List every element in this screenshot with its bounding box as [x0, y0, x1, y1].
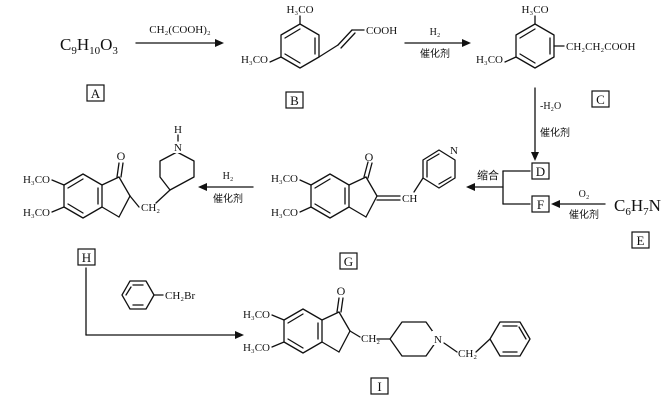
i-n-ch2: CH₂ [458, 348, 477, 360]
reagent-h2-bc: H₂ [430, 27, 441, 38]
i-meo-lower: H₃CO [243, 342, 270, 354]
catalyst-ef: 催化剂 [569, 208, 599, 221]
b-meo-left: H₃CO [241, 54, 268, 66]
h-carbonyl-o: O [117, 149, 126, 163]
h-nh-hydrogen: H [174, 124, 182, 136]
reagent-malonic-acid: CH₂(COOH)₂ [149, 24, 211, 36]
label-h: H [82, 250, 91, 265]
label-f: F [537, 197, 544, 212]
g-meo-lower: H₃CO [271, 207, 298, 219]
label-box-h [77, 248, 96, 266]
label-box-i [370, 377, 389, 395]
catalyst-cd: 催化剂 [540, 126, 570, 139]
compound-e: C6H7N E [614, 196, 661, 249]
reagent-minus-water: -H₂O [540, 101, 561, 112]
label-c: C [596, 92, 605, 107]
i-meo-upper: H₃CO [243, 309, 270, 321]
arrow-e-to-f: O₂ 催化剂 [551, 189, 606, 221]
arrow-c-to-d: -H₂O 催化剂 [531, 87, 570, 161]
h-piperidine-n: N [174, 142, 182, 154]
b-cooh: COOH [366, 25, 397, 37]
g-meo-upper: H₃CO [271, 173, 298, 185]
c-meo-left: H₃CO [476, 54, 503, 66]
h-ch2: CH₂ [141, 202, 160, 214]
b-meo-top: H₃CO [286, 4, 313, 16]
compound-i: O CH₂ N CH₂ H₃CO H₃CO I [243, 284, 531, 395]
label-box-f [531, 195, 550, 213]
g-pyridine-n: N [450, 145, 458, 157]
compound-b: H₃CO H₃CO COOH B [241, 4, 397, 109]
catalyst-gh: 催化剂 [213, 192, 243, 205]
c-meo-top: H₃CO [521, 4, 548, 16]
reagent-o2: O₂ [579, 189, 590, 200]
i-piperidine-n: N [434, 334, 442, 346]
compound-h: O CH₂ N H H₃CO H₃CO H [23, 124, 195, 266]
label-box-e [631, 231, 650, 249]
reagent-benzyl-bromide: CH₂Br [121, 280, 195, 310]
label-box-c [591, 90, 610, 108]
compound-d: D [531, 162, 550, 180]
h-meo-upper: H₃CO [23, 174, 50, 186]
reagent-h2-gh: H₂ [223, 171, 234, 182]
compound-c: H₃CO H₃CO CH₂CH₂COOH C [476, 4, 635, 108]
label-e: E [637, 233, 645, 248]
g-ch: CH [402, 193, 417, 205]
g-carbonyl-o: O [365, 150, 374, 164]
label-box-b [285, 91, 304, 109]
arrow-df-to-g: 缩合 [466, 168, 531, 205]
compound-e-formula: C6H7N [614, 196, 661, 218]
compound-f: F [531, 195, 550, 213]
reagent-condensation: 缩合 [477, 168, 499, 182]
arrow-a-to-b: CH₂(COOH)₂ [135, 24, 224, 47]
arrow-b-to-c: H₂ 催化剂 [404, 27, 471, 60]
i-ch2: CH₂ [361, 333, 380, 345]
compound-a: C9H10O3 A [60, 35, 118, 102]
label-box-a [86, 84, 105, 102]
arrow-g-to-h: H₂ 催化剂 [198, 171, 254, 205]
label-b: B [290, 93, 299, 108]
c-chain: CH₂CH₂COOH [566, 41, 635, 53]
label-a: A [91, 86, 101, 101]
catalyst-bc: 催化剂 [420, 47, 450, 60]
arrow-h-to-i [85, 267, 244, 339]
i-carbonyl-o: O [337, 284, 346, 298]
compound-g: O CH N H₃CO H₃CO G [271, 143, 461, 270]
label-d: D [536, 164, 545, 179]
compound-a-formula: C9H10O3 [60, 35, 118, 57]
h-meo-lower: H₃CO [23, 207, 50, 219]
label-box-g [339, 252, 358, 270]
benzyl-bromide-ch2br: CH₂Br [165, 290, 195, 302]
label-box-d [531, 162, 550, 180]
label-i: I [377, 379, 381, 394]
label-g: G [344, 254, 353, 269]
